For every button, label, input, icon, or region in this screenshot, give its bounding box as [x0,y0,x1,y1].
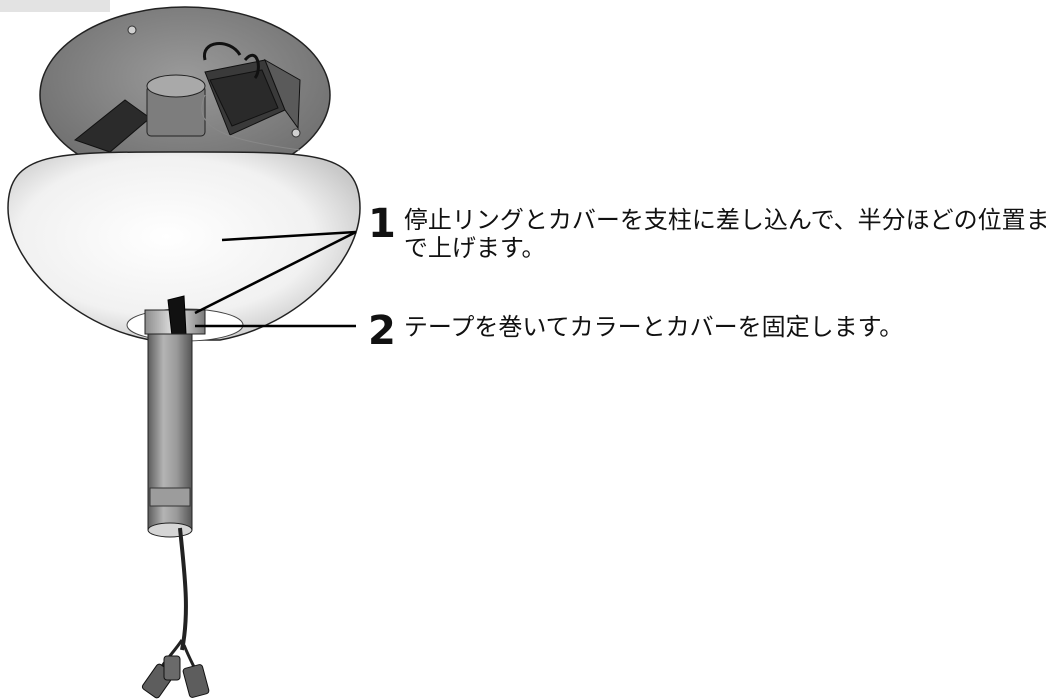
collar-and-tape [144,295,206,337]
step-1: 1 停止リングとカバーを支柱に差し込んで、半分ほどの位置まで上げます。 [368,204,1046,262]
step-number: 2 [368,308,396,354]
cable-bundle [141,527,210,699]
corner-tab [0,0,110,12]
step-text: 停止リングとカバーを支柱に差し込んで、半分ほどの位置まで上げます。 [403,206,1046,262]
support-pole [147,333,193,538]
transformer-box [201,42,301,151]
step-number: 1 [368,201,396,247]
step-text: テープを巻いてカラーとカバーを固定します。 [403,313,904,341]
step-2: 2 テープを巻いてカラーとカバーを固定します。 [368,311,903,351]
leader-lines [194,230,357,328]
mounting-hardware [73,74,206,153]
